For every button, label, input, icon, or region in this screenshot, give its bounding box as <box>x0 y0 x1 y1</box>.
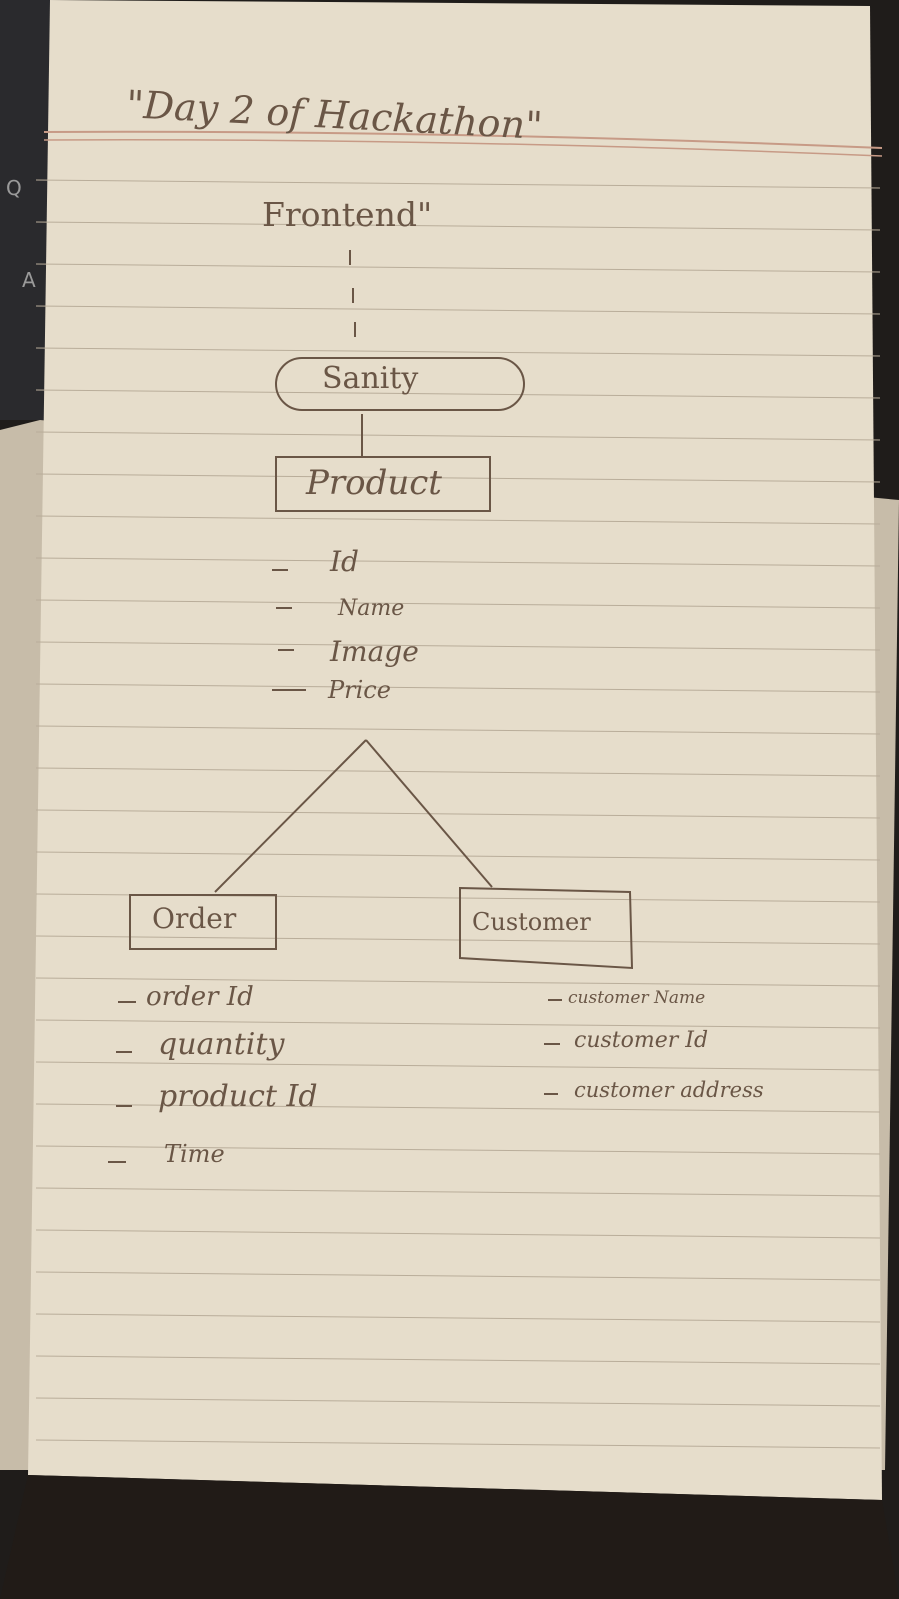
ruled-line <box>35 1103 881 1113</box>
product-field-price: Price <box>328 676 391 704</box>
ruled-line <box>35 557 881 567</box>
paper-sheet <box>28 0 882 1500</box>
ruled-line <box>35 1355 881 1365</box>
frontend-label: Frontend" <box>262 195 433 234</box>
ruled-line <box>35 725 881 735</box>
ruled-line <box>35 977 881 987</box>
order-node-outline <box>129 894 277 950</box>
ruled-line <box>35 599 881 609</box>
ruled-line <box>35 221 881 231</box>
customer-node-outline <box>459 886 634 970</box>
ruled-line <box>35 179 881 189</box>
ruled-line <box>35 515 881 525</box>
ruled-line <box>35 1313 881 1323</box>
ruled-line <box>35 1229 881 1239</box>
sanity-node-outline <box>275 357 525 411</box>
margin-line-2 <box>43 139 883 157</box>
product-field-bullets <box>272 569 306 691</box>
ruled-line <box>35 1145 881 1155</box>
product-field-name: Name <box>338 596 405 621</box>
customer-branch-line <box>365 739 493 888</box>
sanity-label: Sanity <box>322 361 419 396</box>
order-field-order-id: order Id <box>146 982 254 1012</box>
ruled-line <box>35 263 881 273</box>
keyboard-key-q: Q <box>6 176 22 200</box>
ruled-line <box>35 389 881 399</box>
product-field-image: Image <box>330 635 419 668</box>
product-field-id: Id <box>330 545 359 578</box>
product-node-outline <box>275 456 491 512</box>
order-field-product-id: product Id <box>158 1079 318 1114</box>
customer-field-id: customer Id <box>574 1028 709 1053</box>
ruled-line <box>35 1439 881 1449</box>
product-label: Product <box>306 463 442 503</box>
ruled-line <box>35 767 881 777</box>
ruled-line <box>35 1271 881 1281</box>
ruled-line <box>35 809 881 819</box>
keyboard-key-a: A <box>22 268 36 292</box>
ruled-line <box>35 347 881 357</box>
frontend-sanity-connector <box>349 250 356 337</box>
ruled-line <box>35 305 881 315</box>
customer-field-bullets <box>544 999 562 1095</box>
margin-line <box>43 130 883 149</box>
order-field-time: Time <box>164 1140 225 1168</box>
bottom-shadow <box>0 1475 899 1599</box>
ruled-line <box>35 851 881 861</box>
order-field-quantity: quantity <box>158 1027 285 1062</box>
ruled-line <box>35 1397 881 1407</box>
order-branch-line <box>214 739 367 893</box>
customer-label: Customer <box>472 908 591 936</box>
ruled-line <box>35 431 881 441</box>
ruled-line <box>35 641 881 651</box>
ruled-line <box>35 473 881 483</box>
ruled-line <box>35 1019 881 1029</box>
ruled-line <box>35 683 881 693</box>
customer-field-name: customer Name <box>568 988 706 1008</box>
ruled-line <box>35 935 881 945</box>
ruled-lines <box>35 179 881 1449</box>
customer-field-address: customer address <box>574 1078 764 1102</box>
order-label: Order <box>152 902 237 935</box>
ruled-line <box>35 1187 881 1197</box>
ruled-line <box>35 1061 881 1071</box>
order-field-bullets <box>108 1001 136 1163</box>
